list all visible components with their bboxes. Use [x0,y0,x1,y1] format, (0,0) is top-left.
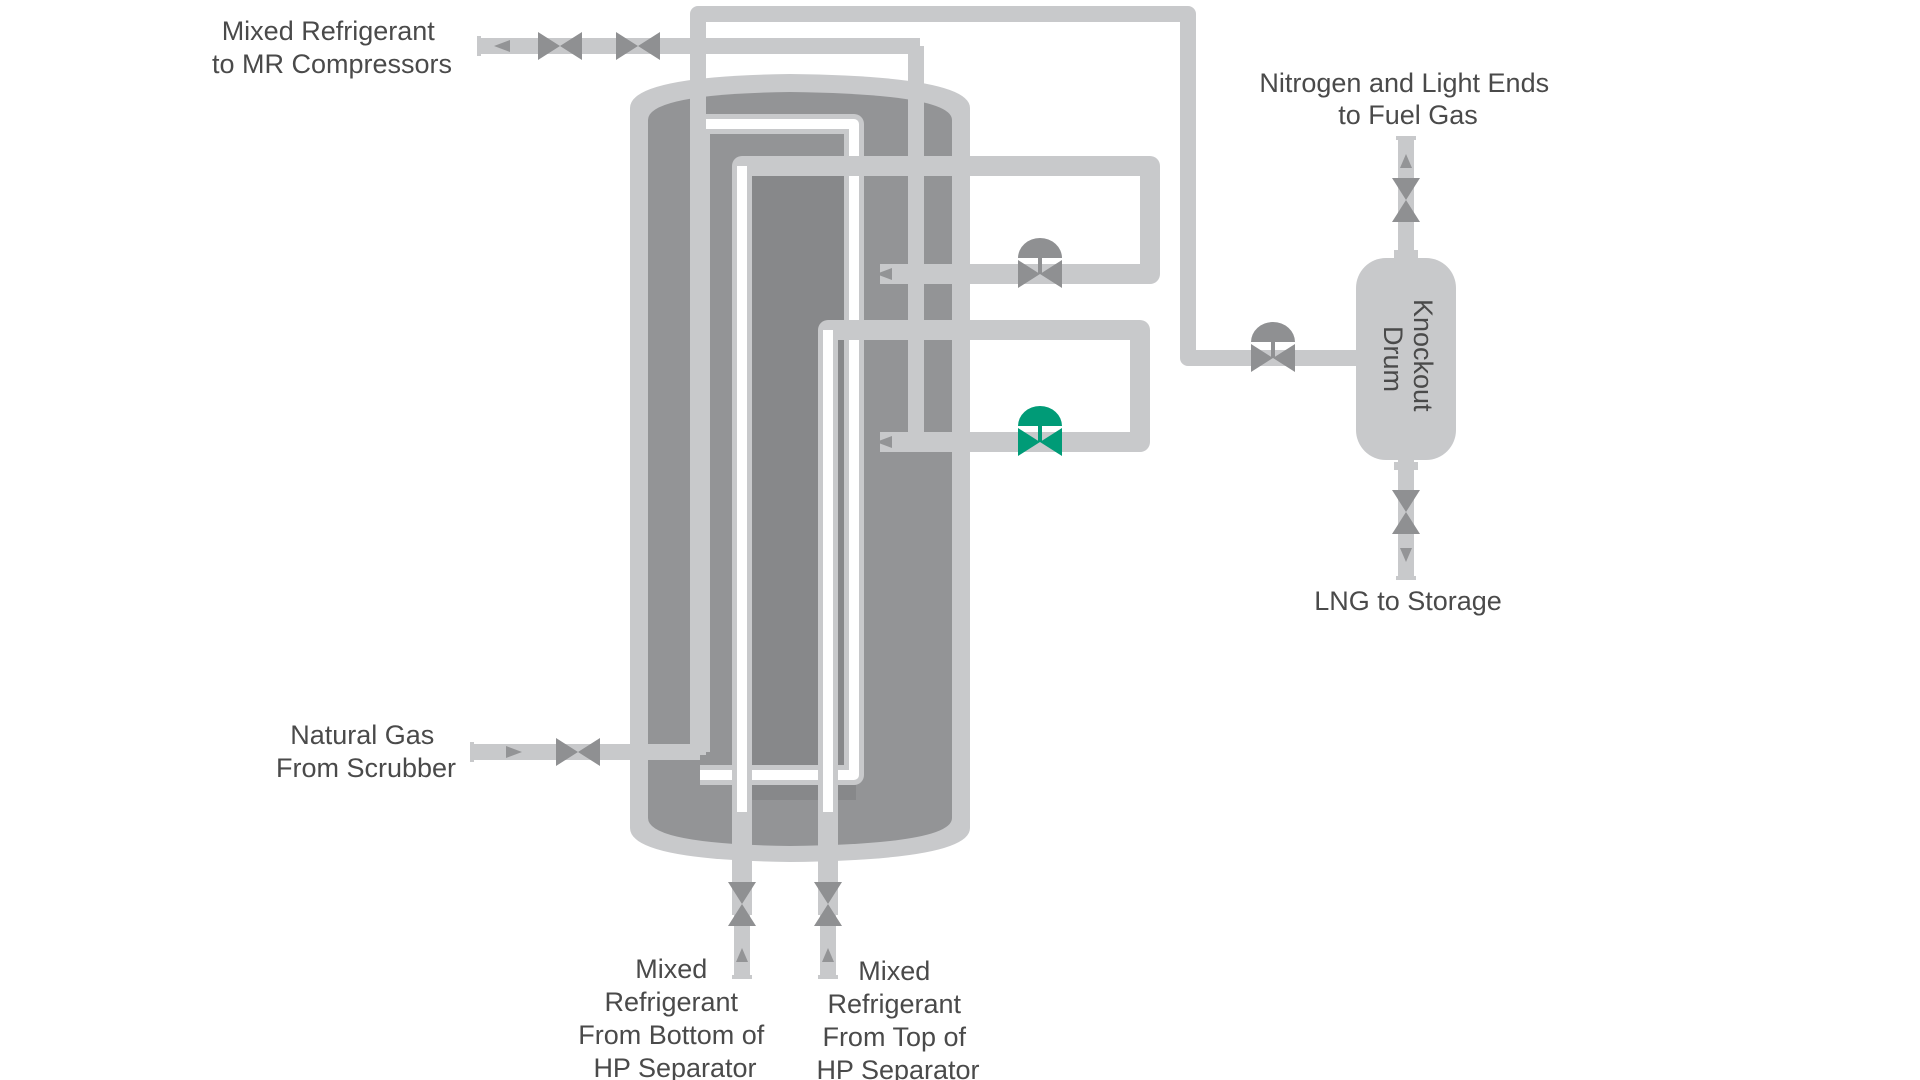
control-valve-icon[interactable] [1251,322,1295,372]
knockout-drum-flange-bottom [1394,462,1418,470]
arrow-right-icon [506,746,522,758]
label-mr-from-top-hp-separator: Mixed Refrigerant From Top of HP Separat… [816,956,979,1080]
label-nitrogen-to-fuel-gas: Nitrogen and Light Ends to Fuel Gas [1259,68,1556,130]
flow-arrows [494,40,1412,962]
pipe-overhead-to-drum [690,6,1356,755]
knockout-drum-body [1356,258,1456,460]
gate-valve-icon[interactable] [1392,178,1420,222]
arrow-up-icon [736,948,748,962]
knockout-drum-flange-top [1394,250,1418,258]
pipe-end-caps [470,36,1416,979]
control-valve-icon[interactable] [1018,238,1062,288]
gate-valve-icon[interactable] [538,32,582,60]
label-mr-to-compressors: Mixed Refrigerant to MR Compressors [212,16,452,79]
gate-valve-icon[interactable] [1392,490,1420,534]
gate-valve-icon[interactable] [814,882,842,926]
knockout-drum: Knockout Drum [1356,250,1456,470]
arrow-left-icon [876,268,892,280]
arrow-left-icon [876,436,892,448]
arrow-up-icon [822,948,834,962]
gate-valve-icon[interactable] [616,32,660,60]
label-mr-from-bottom-hp-separator: Mixed Refrigerant From Bottom of HP Sepa… [578,954,772,1080]
arrow-up-icon [1400,154,1412,168]
labels: Mixed Refrigerant to MR Compressors Nitr… [212,16,1556,1080]
arrow-left-icon [494,40,510,52]
label-natural-gas-from-scrubber: Natural Gas From Scrubber [276,720,456,783]
arrow-down-icon [1400,548,1412,562]
gate-valve-icon[interactable] [728,882,756,926]
highlighted-control-valve-icon[interactable] [1018,406,1062,456]
valves [538,32,1420,926]
knockout-drum-label: Knockout Drum [1378,299,1438,419]
label-lng-to-storage: LNG to Storage [1314,586,1502,616]
gate-valve-icon[interactable] [556,738,600,766]
vessel-core [748,170,856,800]
